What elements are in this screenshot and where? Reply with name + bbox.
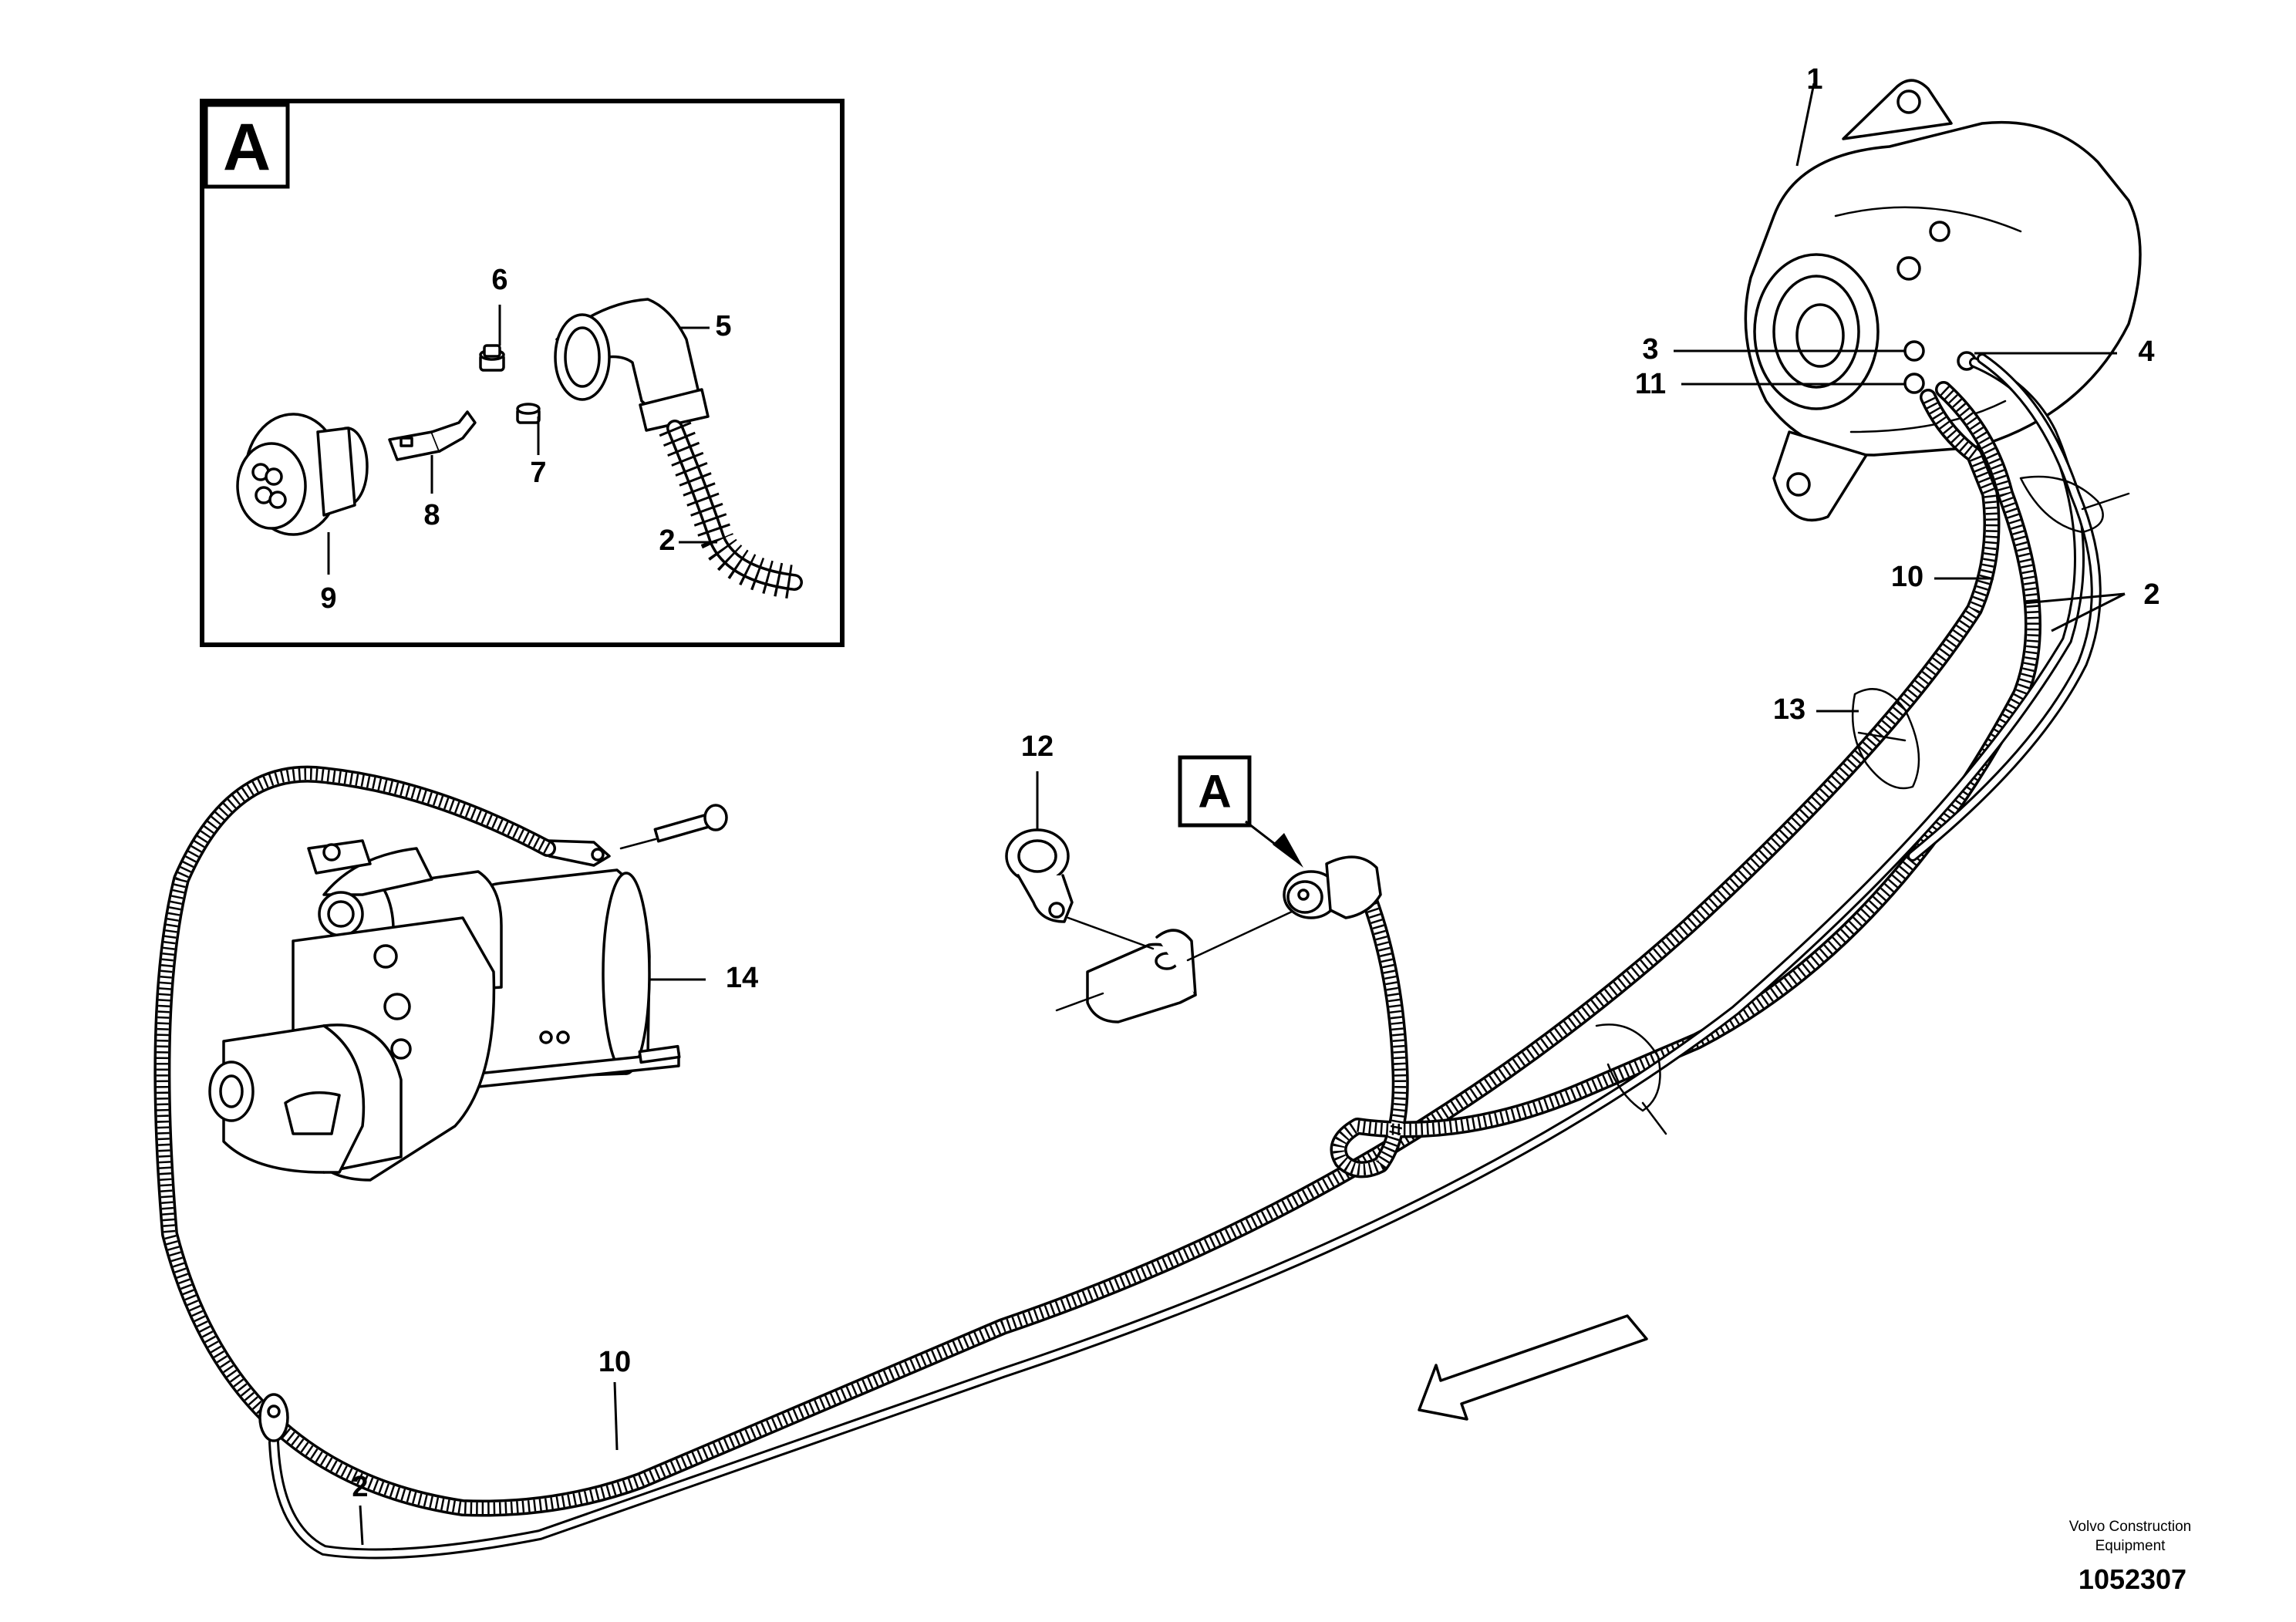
callout-2-detail: 2 (659, 524, 675, 557)
starter-bolt (653, 804, 728, 843)
cable-10-harness (153, 389, 2001, 1517)
alternator-terminals (1903, 340, 1977, 394)
view-reference-a: A (1178, 755, 1303, 868)
connector-a-main (1283, 855, 1382, 919)
starter-motor (208, 839, 681, 1182)
cable-sleeve-connector (1330, 381, 2041, 1179)
cable-tie-13 (1851, 688, 1920, 790)
detail-box-letter: A (223, 110, 271, 184)
callout-10-bottom: 10 (598, 1346, 631, 1378)
credit-line-2: Equipment (2095, 1538, 2166, 1554)
callout-10-right: 10 (1891, 561, 1923, 593)
cable-2-ground (268, 357, 2085, 1560)
cable-tie-upper (2019, 475, 2130, 534)
callout-14: 14 (726, 962, 758, 994)
terminal-pin (388, 410, 477, 461)
connector-housing (236, 413, 369, 536)
callout-2-bottom: 2 (352, 1471, 368, 1503)
callout-7: 7 (530, 457, 546, 489)
view-reference-letter: A (1198, 766, 1231, 818)
cable-2-strand (1907, 353, 2102, 862)
ring-terminal-ground (258, 1393, 289, 1442)
callout-13: 13 (1773, 693, 1805, 726)
direction-arrow (1418, 1314, 1648, 1421)
ring-terminal-starter (546, 839, 611, 867)
sealing-plug-7 (516, 403, 541, 424)
detail-view-a: A 9 8 6 (200, 99, 845, 647)
callout-3: 3 (1642, 333, 1658, 366)
cable-tie-lower (1595, 1023, 1667, 1135)
clamp-12 (1005, 828, 1074, 923)
sealing-plug-6 (479, 344, 505, 372)
callout-11: 11 (1635, 368, 1666, 400)
callout-12: 12 (1021, 730, 1054, 763)
callout-1: 1 (1806, 63, 1822, 96)
callout-8: 8 (423, 499, 440, 531)
mounting-bracket (1086, 929, 1197, 1023)
drawing-number: 1052307 (2079, 1563, 2186, 1595)
callout-2-right: 2 (2143, 578, 2159, 611)
elbow-cover (554, 298, 710, 432)
alternator (1744, 79, 2142, 522)
callout-4: 4 (2138, 336, 2154, 368)
callout-5: 5 (715, 310, 731, 342)
callout-6: 6 (491, 264, 507, 296)
credit-line-1: Volvo Construction (2069, 1519, 2191, 1535)
corrugated-hose (659, 420, 803, 599)
callout-9: 9 (320, 582, 336, 615)
